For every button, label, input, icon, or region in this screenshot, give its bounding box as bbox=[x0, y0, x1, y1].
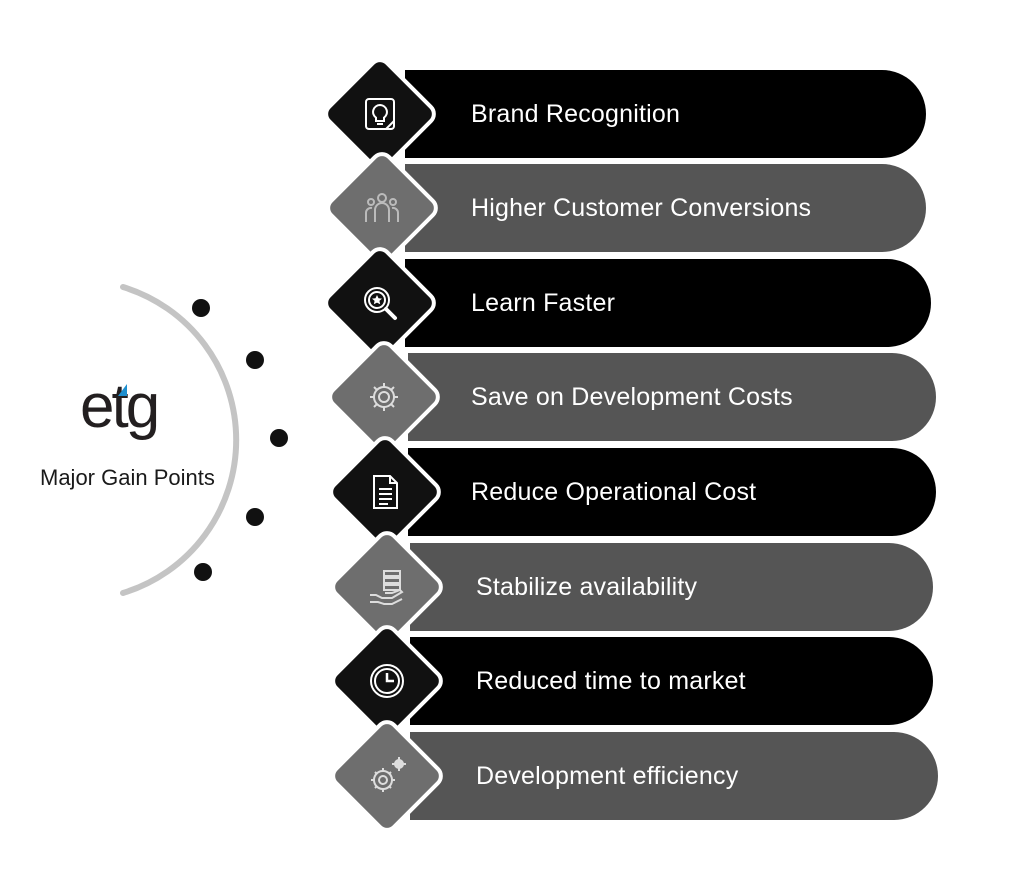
gain-point-label: Development efficiency bbox=[476, 762, 739, 790]
gain-point-item: Reduce Operational Cost bbox=[0, 431, 1024, 553]
gain-point-bar bbox=[408, 448, 936, 536]
gain-point-bar bbox=[410, 543, 933, 631]
search-star-icon bbox=[360, 283, 400, 323]
gain-point-label: Stabilize availability bbox=[476, 573, 698, 601]
logo-accent-mark bbox=[118, 384, 127, 396]
lightbulb-icon bbox=[360, 94, 400, 134]
gain-point-label: Higher Customer Conversions bbox=[471, 194, 812, 222]
gain-point-item: Stabilize availability bbox=[0, 526, 1024, 648]
gain-point-item: Learn Faster bbox=[0, 242, 1024, 364]
hand-server-icon bbox=[367, 567, 407, 607]
gain-point-item: Reduced time to market bbox=[0, 620, 1024, 742]
arc-dot bbox=[270, 429, 288, 447]
gain-point-label: Learn Faster bbox=[471, 289, 616, 317]
etg-logo: etg bbox=[80, 372, 190, 447]
document-icon bbox=[365, 472, 405, 512]
gain-point-bar bbox=[410, 732, 938, 820]
timeline-arc bbox=[120, 284, 288, 596]
gain-point-label: Reduce Operational Cost bbox=[471, 478, 757, 506]
diagram-subtitle: Major Gain Points bbox=[40, 465, 215, 490]
arc-dot bbox=[246, 351, 264, 369]
gears-icon bbox=[367, 756, 407, 796]
gain-point-label: Save on Development Costs bbox=[471, 383, 793, 411]
gain-point-bar bbox=[405, 70, 926, 158]
gain-point-bar bbox=[410, 637, 933, 725]
gain-point-bar bbox=[405, 164, 926, 252]
gain-point-bar bbox=[408, 353, 936, 441]
gain-point-label: Brand Recognition bbox=[471, 100, 681, 128]
gear-icon bbox=[364, 377, 404, 417]
gain-point-label: Reduced time to market bbox=[476, 667, 746, 695]
arc-dot bbox=[194, 563, 212, 581]
gain-point-item: Save on Development Costs bbox=[0, 336, 1024, 458]
arc-dot bbox=[192, 299, 210, 317]
gain-point-item: Higher Customer Conversions bbox=[0, 147, 1024, 269]
gain-point-item: Brand Recognition bbox=[0, 53, 1024, 175]
gain-point-bar bbox=[405, 259, 931, 347]
gain-point-item: Development efficiency bbox=[0, 715, 1024, 837]
arc-dot bbox=[246, 508, 264, 526]
customers-icon bbox=[362, 188, 402, 228]
clock-icon bbox=[367, 661, 407, 701]
logo-text: etg bbox=[80, 372, 160, 441]
